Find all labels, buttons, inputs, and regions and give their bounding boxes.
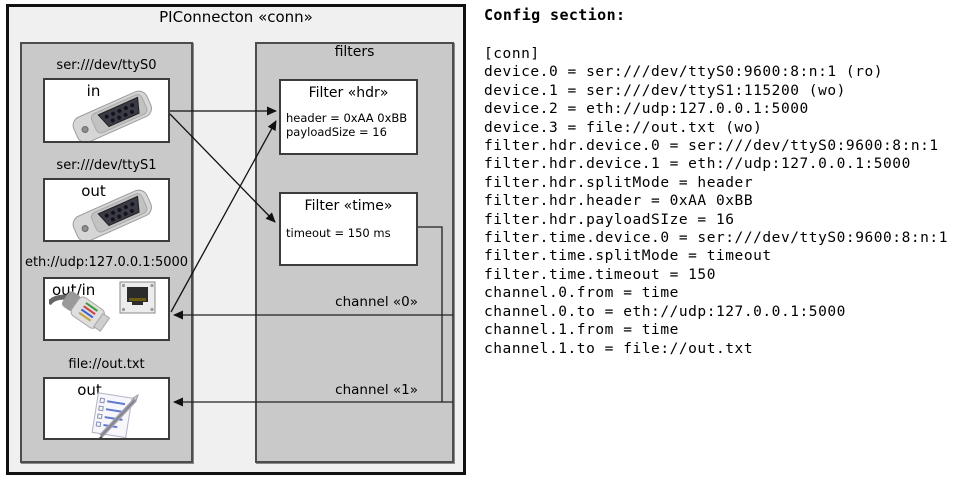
filter-hdr-box: Filter «hdr» header = 0xAA 0xBB payloadS… <box>279 79 418 155</box>
config-section-heading: Config section: <box>484 6 626 24</box>
channel-1-label: channel «1» <box>335 382 418 398</box>
filter-param: header = 0xAA 0xBB <box>286 111 408 125</box>
device-uri-label: eth://udp:127.0.0.1:5000 <box>24 255 189 270</box>
channel-0-label: channel «0» <box>335 294 418 310</box>
filter-time-box: Filter «time» timeout = 150 ms <box>279 192 418 266</box>
device-box-ttyS1: out <box>43 178 170 242</box>
config-section-body: [conn] device.0 = ser:///dev/ttyS0:9600:… <box>484 46 948 357</box>
device-direction-label: out <box>77 381 102 399</box>
filter-title: Filter «hdr» <box>308 85 389 101</box>
device-box-ttyS0: in <box>43 78 170 143</box>
filter-param: timeout = 150 ms <box>286 226 391 240</box>
device-box-eth: out/in <box>43 277 170 341</box>
file-notepad-icon <box>91 392 139 438</box>
device-direction-label: in <box>86 82 101 100</box>
device-box-file: out <box>43 377 170 440</box>
device-direction-label: out/in <box>52 281 96 299</box>
device-uri-label: ser:///dev/ttyS0 <box>56 58 157 73</box>
diagram-title: PIConnecton «conn» <box>159 8 313 26</box>
device-uri-label: file://out.txt <box>68 357 145 372</box>
filter-title: Filter «time» <box>304 198 393 214</box>
device-direction-label: out <box>81 182 106 200</box>
filter-param: payloadSize = 16 <box>286 124 387 139</box>
device-uri-label: ser:///dev/ttyS1 <box>56 158 157 173</box>
filters-panel-title: filters <box>334 44 375 60</box>
